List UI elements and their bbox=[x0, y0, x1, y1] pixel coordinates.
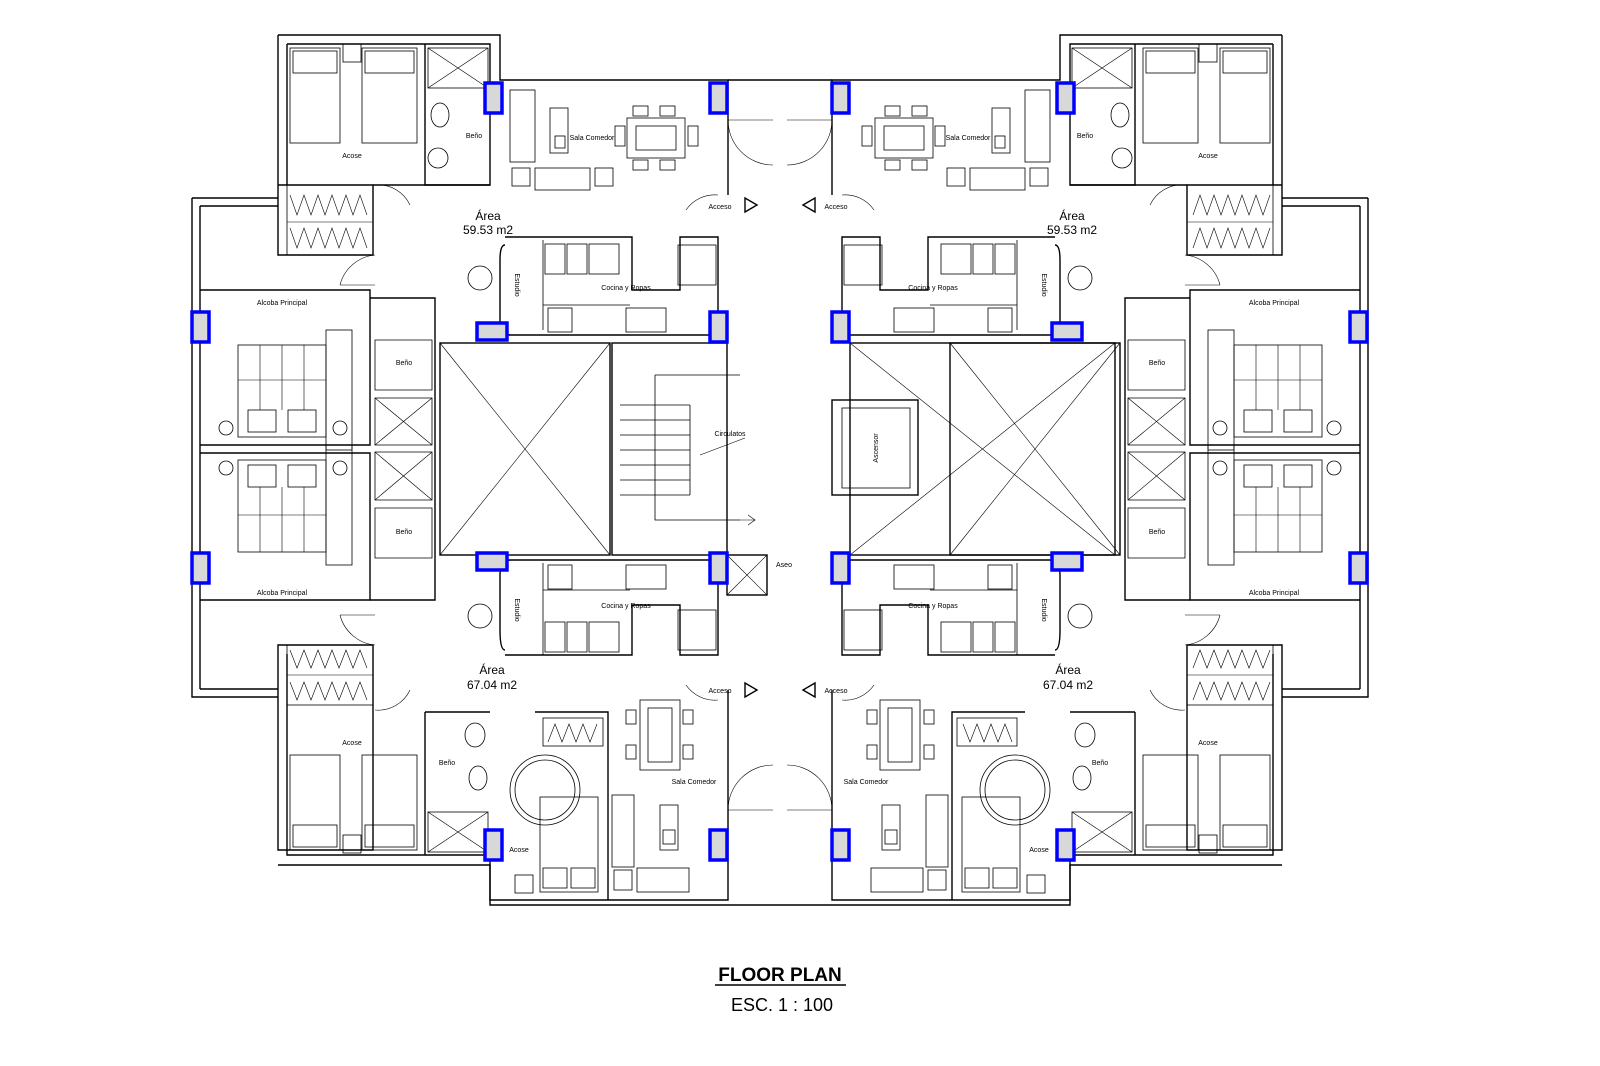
small-bedroom-label-right: Acose bbox=[1029, 847, 1049, 854]
drawing-scale: ESC. 1 : 100 bbox=[731, 995, 833, 1015]
area-value-bottom-left: 67.04 m2 bbox=[467, 678, 517, 692]
dorm-label-top-right: Acose bbox=[1198, 153, 1218, 160]
main-bedroom-label-right-bottom: Alcoba Principal bbox=[1249, 590, 1300, 597]
bath-label-mid-left-1: Beño bbox=[396, 360, 412, 367]
study-label-top-right: Estudio bbox=[1040, 273, 1047, 296]
elevator-label: Ascensor bbox=[873, 433, 880, 463]
dining-label-bottom-left: Sala Comedor bbox=[672, 779, 717, 786]
main-bedroom-label-left-top: Alcoba Principal bbox=[257, 300, 308, 307]
area-value-top-right: 59.53 m2 bbox=[1047, 223, 1097, 237]
circulation-label: Circulatos bbox=[714, 431, 746, 438]
area-value-top-left: 59.53 m2 bbox=[463, 223, 513, 237]
area-label-top-left: Área bbox=[475, 208, 501, 223]
bath-label-top-right: Beño bbox=[1077, 133, 1093, 140]
dining-label-bottom-right: Sala Comedor bbox=[844, 779, 889, 786]
area-label-bottom-right: Área bbox=[1055, 662, 1081, 677]
dorm-label-bottom-left: Acose bbox=[342, 740, 362, 747]
main-bedroom-label-left-bottom: Alcoba Principal bbox=[257, 590, 308, 597]
main-bedroom-label-right-top: Alcoba Principal bbox=[1249, 300, 1300, 307]
bath-label-top-left: Beño bbox=[466, 133, 482, 140]
structural-columns bbox=[190, 81, 1369, 862]
study-label-top-left: Estudio bbox=[513, 273, 520, 296]
area-value-bottom-right: 67.04 m2 bbox=[1043, 678, 1093, 692]
dorm-label-top-left: Acose bbox=[342, 153, 362, 160]
access-label-top-right: Acceso bbox=[825, 204, 848, 211]
bath-label-mid-right-1: Beño bbox=[1149, 360, 1165, 367]
kitchen-label-top-right: Cocina y Ropas bbox=[908, 285, 958, 292]
left-wing bbox=[191, 34, 774, 906]
access-label-top-left: Acceso bbox=[709, 204, 732, 211]
kitchen-label-bottom-left: Cocina y Ropas bbox=[601, 603, 651, 610]
access-label-bottom-right: Acceso bbox=[825, 688, 848, 695]
area-label-bottom-left: Área bbox=[479, 662, 505, 677]
dorm-label-bottom-right: Acose bbox=[1198, 740, 1218, 747]
cleaning-label: Aseo bbox=[776, 562, 792, 569]
dining-label-top-right: Sala Comedor bbox=[946, 135, 991, 142]
bath-label-mid-left-2: Beño bbox=[396, 529, 412, 536]
dining-label-top-left: Sala Comedor bbox=[570, 135, 615, 142]
kitchen-label-bottom-right: Cocina y Ropas bbox=[908, 603, 958, 610]
small-bedroom-label-left: Acose bbox=[509, 847, 529, 854]
bath-label-mid-right-2: Beño bbox=[1149, 529, 1165, 536]
central-core bbox=[611, 79, 1116, 906]
access-label-bottom-left: Acceso bbox=[709, 688, 732, 695]
area-label-top-right: Área bbox=[1059, 208, 1085, 223]
study-label-bottom-right: Estudio bbox=[1040, 598, 1047, 621]
study-label-bottom-left: Estudio bbox=[513, 598, 520, 621]
room-labels: Área 59.53 m2 Área 59.53 m2 Área 67.04 m… bbox=[257, 133, 1300, 854]
right-wing bbox=[786, 34, 1369, 906]
drawing-title: FLOOR PLAN bbox=[718, 965, 842, 986]
bath-label-bottom-left: Beño bbox=[439, 760, 455, 767]
kitchen-label-top-left: Cocina y Ropas bbox=[601, 285, 651, 292]
bath-label-bottom-right: Beño bbox=[1092, 760, 1108, 767]
